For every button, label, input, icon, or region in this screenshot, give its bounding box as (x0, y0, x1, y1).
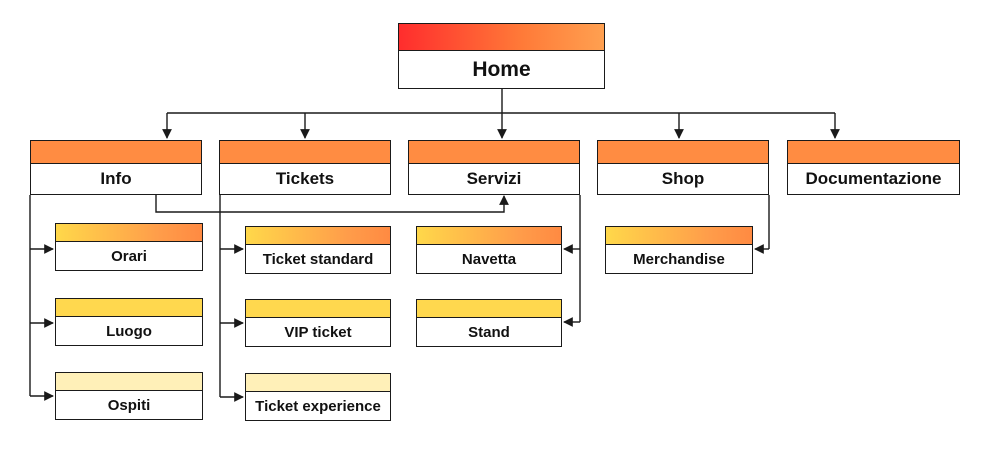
node-ospiti: Ospiti (55, 372, 203, 420)
connector-info-to-servizi (155, 195, 509, 213)
node-ticket-standard-band (246, 227, 390, 245)
node-tickets: Tickets (219, 140, 391, 195)
node-merchandise-band (606, 227, 752, 245)
node-ticket-standard: Ticket standard (245, 226, 391, 274)
node-tickets-label: Tickets (275, 169, 335, 188)
node-shop: Shop (597, 140, 769, 195)
node-vip-ticket-band (246, 300, 390, 318)
node-merchandise: Merchandise (605, 226, 753, 274)
node-ospiti-label: Ospiti (107, 396, 151, 414)
node-home-band (399, 24, 604, 51)
node-documentazione-label: Documentazione (805, 169, 942, 188)
node-stand-label: Stand (468, 323, 510, 341)
node-orari-band (56, 224, 202, 242)
node-merchandise-label: Merchandise (633, 250, 725, 268)
node-luogo: Luogo (55, 298, 203, 346)
node-home: Home (398, 23, 605, 89)
node-servizi-band (409, 141, 579, 164)
node-luogo-label: Luogo (106, 322, 152, 340)
node-vip-ticket-label: VIP ticket (284, 323, 352, 341)
node-orari: Orari (55, 223, 203, 271)
node-documentazione-band (788, 141, 959, 164)
node-info-label: Info (100, 169, 132, 188)
node-navetta-label: Navetta (461, 250, 517, 268)
node-vip-ticket: VIP ticket (245, 299, 391, 347)
node-ticket-experience-band (246, 374, 390, 392)
node-shop-band (598, 141, 768, 164)
node-stand-band (417, 300, 561, 318)
node-ospiti-band (56, 373, 202, 391)
node-navetta: Navetta (416, 226, 562, 274)
node-luogo-band (56, 299, 202, 317)
node-info-band (31, 141, 201, 164)
node-stand: Stand (416, 299, 562, 347)
node-documentazione: Documentazione (787, 140, 960, 195)
node-ticket-experience-label: Ticket experience (255, 397, 381, 415)
node-home-label: Home (472, 57, 531, 81)
node-servizi-label: Servizi (466, 169, 522, 188)
node-ticket-standard-label: Ticket standard (262, 250, 374, 268)
node-navetta-band (417, 227, 561, 245)
node-servizi: Servizi (408, 140, 580, 195)
node-orari-label: Orari (111, 247, 147, 265)
node-ticket-experience: Ticket experience (245, 373, 391, 421)
node-shop-label: Shop (661, 169, 705, 188)
node-info: Info (30, 140, 202, 195)
node-tickets-band (220, 141, 390, 164)
